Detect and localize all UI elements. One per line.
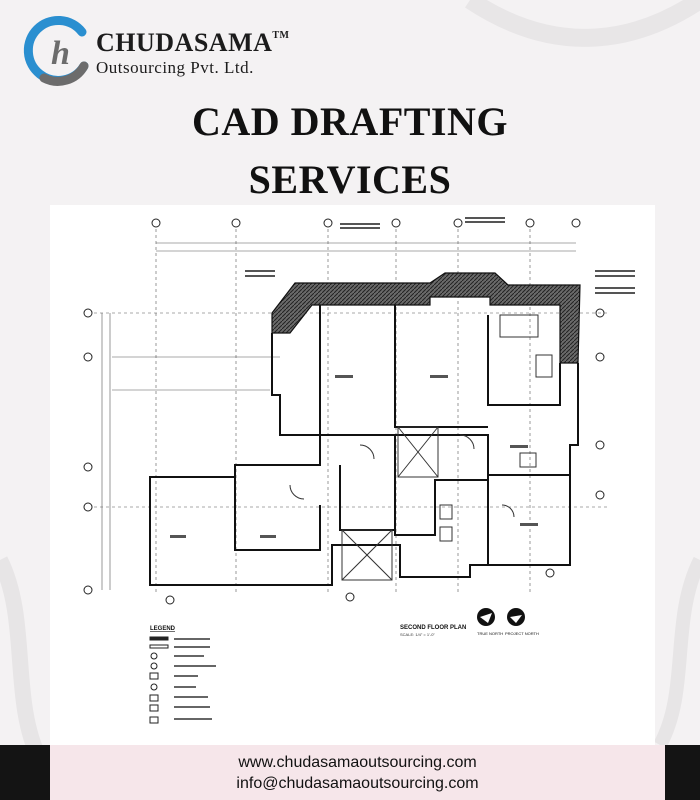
plan-scale: SCALE: 1/4" = 1'-0" (400, 632, 435, 637)
contact-box: www.chudasamaoutsourcing.com info@chudas… (50, 745, 665, 800)
footer: www.chudasamaoutsourcing.com info@chudas… (0, 745, 700, 800)
legend: LEGEND (149, 626, 216, 724)
email-link[interactable]: info@chudasamaoutsourcing.com (236, 774, 479, 792)
plan-title: SECOND FLOOR PLAN (400, 625, 466, 631)
company-logo-icon: h (23, 15, 89, 86)
brand-subtitle: Outsourcing Pvt. Ltd. (96, 58, 254, 77)
page-title-line2: SERVICES (248, 157, 452, 202)
north-arrow-icon: TRUE NORTH PROJECT NORTH (477, 608, 539, 636)
floor-plan-panel: SECOND FLOOR PLAN SCALE: 1/4" = 1'-0" TR… (50, 205, 655, 745)
header: h CHUDASAMATM Outsourcing Pvt. Ltd. CAD … (0, 0, 700, 202)
page-title-line1: CAD DRAFTING (192, 99, 508, 144)
legend-title: LEGEND (150, 626, 176, 632)
brand-name-text: CHUDASAMA (96, 28, 273, 57)
logo-letter: h (51, 35, 70, 72)
grid-bubbles-top (151, 218, 581, 228)
trademark: TM (272, 30, 290, 41)
floor-plan-drawing: SECOND FLOOR PLAN SCALE: 1/4" = 1'-0" TR… (83, 217, 635, 724)
roof-hatch (271, 272, 581, 364)
website-link[interactable]: www.chudasamaoutsourcing.com (238, 753, 477, 771)
true-north-label: TRUE NORTH (477, 631, 503, 636)
project-north-label: PROJECT NORTH (505, 631, 539, 636)
brand-name: CHUDASAMATM (96, 28, 290, 58)
